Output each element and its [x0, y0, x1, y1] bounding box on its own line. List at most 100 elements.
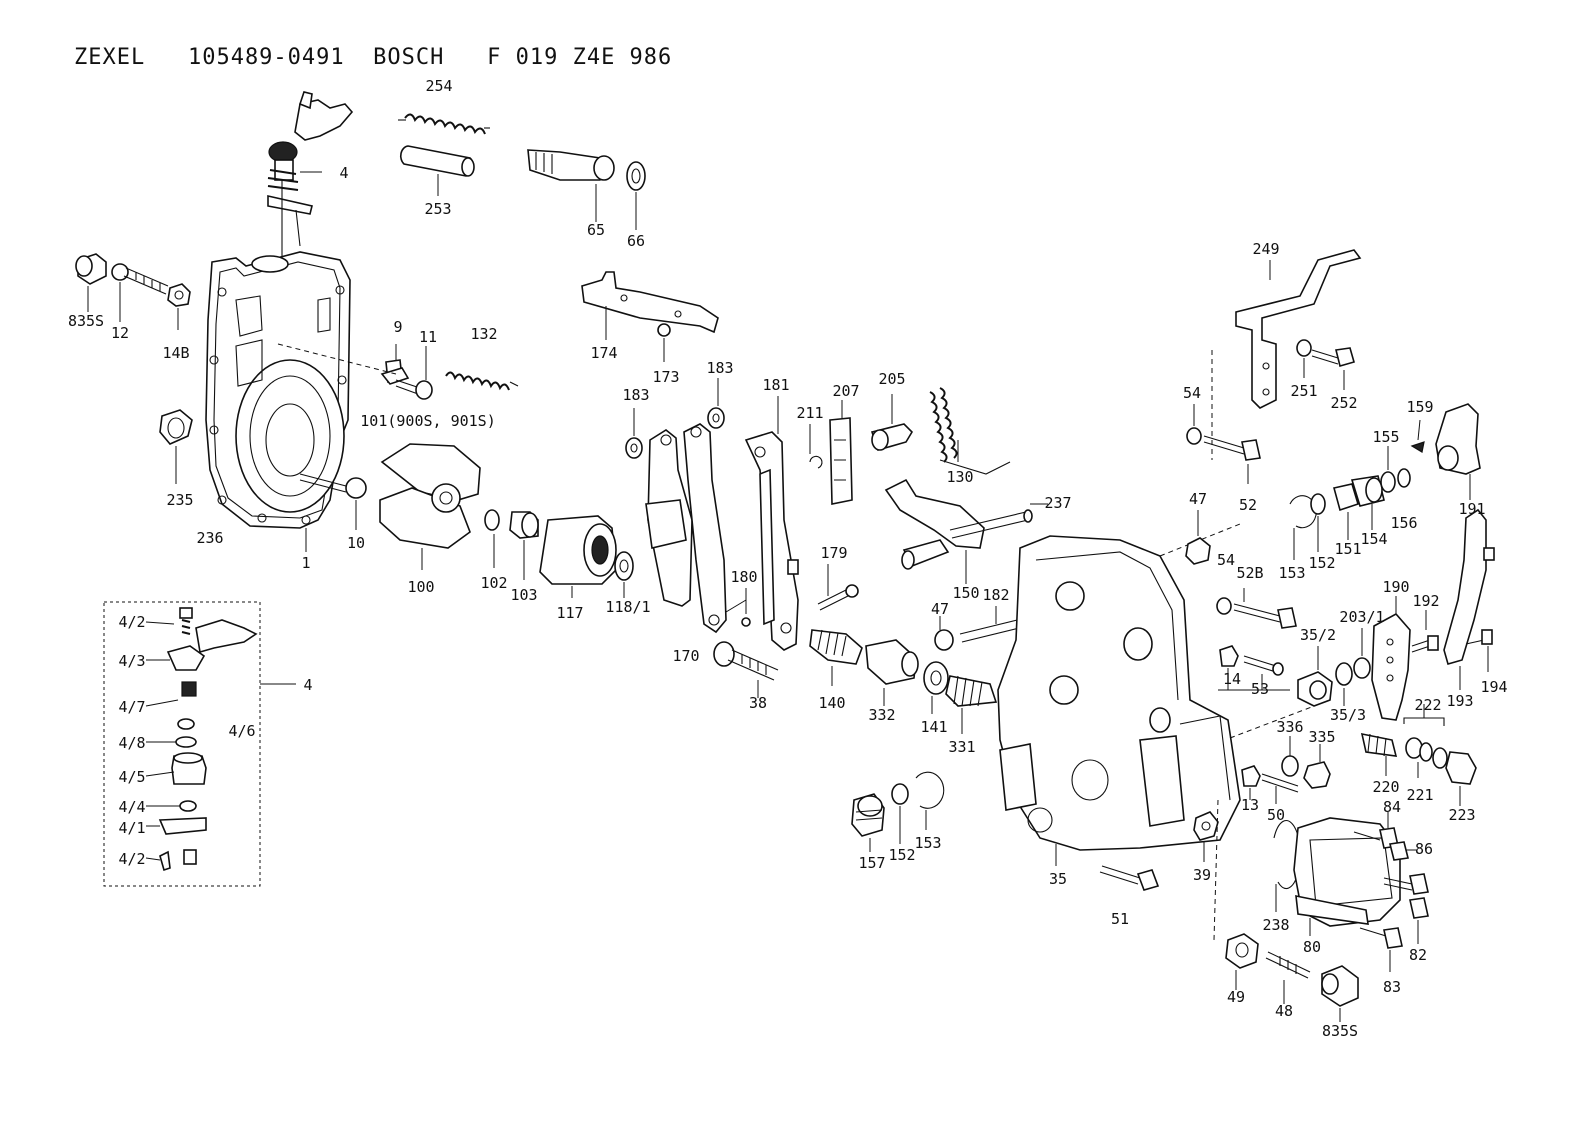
part-39-nut — [1193, 811, 1219, 862]
part-label-l156: 156 — [1390, 514, 1417, 532]
part-label-l331: 331 — [948, 738, 975, 756]
part-label-l179: 179 — [820, 544, 847, 562]
part-label-l190: 190 — [1382, 578, 1409, 596]
part-label-l53: 53 — [1251, 680, 1269, 698]
part-label-i4_7: 4/7 — [118, 698, 145, 716]
part-132-spring — [445, 371, 519, 391]
part-35-3-ring — [1335, 662, 1353, 706]
part-54-washer-b — [1216, 597, 1232, 615]
assembly-guide-line — [277, 343, 397, 375]
part-192-screw — [1411, 610, 1439, 653]
part-label-l153a: 153 — [1278, 564, 1305, 582]
part-335-plug — [1303, 744, 1331, 789]
part-label-l12: 12 — [111, 324, 129, 342]
part-155-ring — [1380, 446, 1396, 493]
part-label-l84: 84 — [1383, 798, 1401, 816]
part-label-l152a: 152 — [1308, 554, 1335, 572]
part-52-bolt — [1203, 435, 1261, 484]
part-221-washer — [1405, 737, 1433, 778]
part-label-l1: 1 — [301, 554, 310, 572]
part-157-plug — [851, 793, 885, 852]
part-label-l47a: 47 — [931, 600, 949, 618]
part-label-l222: 222 — [1414, 696, 1441, 714]
part-35-pump-housing — [997, 523, 1241, 866]
part-label-l835s_a: 835S — [68, 312, 104, 330]
part-label-l253: 253 — [424, 200, 451, 218]
part-label-l205: 205 — [878, 370, 905, 388]
part-66-washer — [626, 161, 646, 230]
part-label-l4a: 4 — [339, 164, 348, 182]
part-49-nut — [1225, 933, 1259, 990]
part-82-screw — [1383, 873, 1429, 944]
part-86-screw — [1389, 841, 1416, 861]
part-label-l236: 236 — [196, 529, 223, 547]
part-label-l174: 174 — [590, 344, 617, 362]
part-332-nut — [865, 639, 919, 706]
part-label-l54b: 54 — [1217, 551, 1235, 569]
part-label-l50: 50 — [1267, 806, 1285, 824]
part-11-screw — [395, 346, 433, 400]
part-35-2-plug — [1297, 646, 1333, 707]
part-52b-bolt — [1233, 588, 1297, 629]
part-label-l14: 14 — [1223, 670, 1241, 688]
part-label-l183a: 183 — [622, 386, 649, 404]
part-label-l223: 223 — [1448, 806, 1475, 824]
part-label-l82: 82 — [1409, 946, 1427, 964]
part-label-l52: 52 — [1239, 496, 1257, 514]
part-label-l118_1: 118/1 — [605, 598, 650, 616]
part-183-bushing-b — [707, 378, 725, 429]
diagram-title: ZEXEL 105489-0491 BOSCH F 019 Z4E 986 — [74, 45, 673, 70]
part-label-l49: 49 — [1227, 988, 1245, 1006]
part-label-l335: 335 — [1308, 728, 1335, 746]
part-label-l157: 157 — [858, 854, 885, 872]
part-label-l130: 130 — [946, 468, 973, 486]
part-label-l221: 221 — [1406, 786, 1433, 804]
part-80-cover — [1293, 817, 1401, 936]
part-179-pin — [817, 564, 859, 611]
part-label-l47b: 47 — [1189, 490, 1207, 508]
part-159-clip — [1410, 419, 1425, 453]
part-249-bracket — [1211, 249, 1362, 460]
part-label-l180: 180 — [730, 568, 757, 586]
part-152-oring-b — [891, 783, 909, 844]
part-label-l132: 132 — [470, 325, 497, 343]
part-150-lever-shaft — [884, 478, 1048, 584]
part-label-l80: 80 — [1303, 938, 1321, 956]
part-label-l52b: 52B — [1236, 564, 1263, 582]
part-193-lever — [1443, 508, 1495, 690]
part-53-screw — [1243, 655, 1284, 690]
part-label-l101: 101(900S, 901S) — [360, 412, 495, 430]
part-label-l336: 336 — [1276, 718, 1303, 736]
part-label-l154: 154 — [1360, 530, 1387, 548]
part-47-bolt-b — [1185, 510, 1211, 565]
part-180-washer — [741, 588, 751, 627]
part-50-screw — [1261, 773, 1299, 804]
part-label-l332: 332 — [868, 706, 895, 724]
part-label-i4_6: 4/6 — [228, 722, 255, 740]
part-117-gear — [539, 515, 617, 598]
part-label-i4_1: 4/1 — [118, 819, 145, 837]
part-170-tensioning-lever — [645, 423, 747, 634]
part-label-l65: 65 — [587, 221, 605, 239]
part-label-l38: 38 — [749, 694, 767, 712]
part-100-flyweight-holder — [379, 443, 481, 570]
part-173-clip — [657, 323, 671, 362]
part-label-l9: 9 — [393, 318, 402, 336]
part-207-plate — [829, 400, 853, 505]
part-label-l173: 173 — [652, 368, 679, 386]
part-205-pin — [870, 394, 914, 451]
part-336-washer — [1281, 736, 1299, 777]
part-13-nut — [1241, 765, 1261, 800]
part-label-i4: 4 — [303, 676, 312, 694]
part-4-governor-lever-assembly — [267, 91, 354, 262]
part-label-l155: 155 — [1372, 428, 1399, 446]
part-label-l152b: 152 — [888, 846, 915, 864]
part-102-washer — [484, 509, 500, 568]
part-label-l35_2: 35/2 — [1300, 626, 1336, 644]
part-12-bolt — [111, 263, 169, 322]
part-10-bolt — [299, 473, 367, 530]
part-252-bolt — [1311, 347, 1355, 390]
part-220-spring — [1360, 732, 1398, 776]
part-141-washer — [923, 661, 949, 714]
